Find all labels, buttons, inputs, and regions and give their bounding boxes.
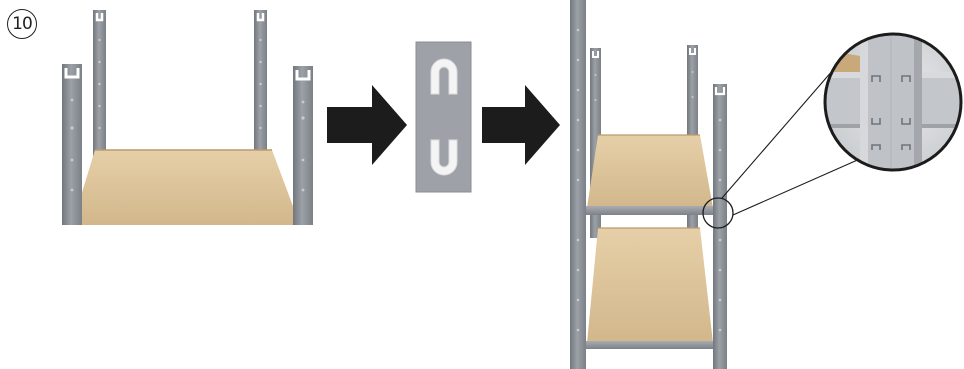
upright-front-right: [293, 66, 313, 225]
frame-with-bottom-shelf: [62, 10, 313, 225]
lower-front-beam: [585, 341, 715, 349]
upper-front-beam: [585, 206, 715, 215]
arrow-right-icon: [327, 85, 407, 165]
upper-shelf-board: [587, 135, 713, 208]
hook-slot-detail: [416, 42, 471, 192]
leader-line-top: [722, 55, 846, 198]
upright-front-left: [570, 0, 586, 369]
connection-magnifier: [822, 30, 964, 180]
shelf-board: [72, 150, 300, 225]
lower-shelf-board: [587, 228, 713, 343]
assembled-two-shelf-unit: [570, 0, 862, 369]
leader-line-bottom: [733, 158, 862, 215]
arrow-right-icon: [482, 85, 560, 165]
upright-front-left: [62, 64, 82, 225]
